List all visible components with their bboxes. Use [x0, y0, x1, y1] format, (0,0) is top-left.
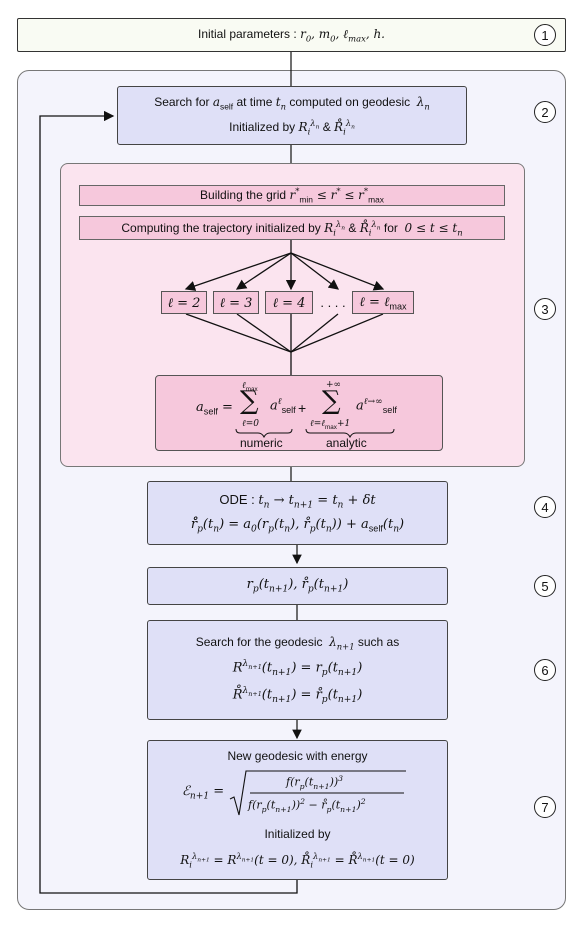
step2-R: Riλn — [298, 117, 320, 136]
l-box-3: ℓ = 3 — [213, 291, 259, 314]
sum1-top: ℓmax — [242, 381, 258, 393]
fan-out-arrows — [184, 240, 385, 291]
step6-line3: R̊λn+1(tn+1) = r̊p(tn+1) — [232, 686, 363, 706]
step4-ode-label: ODE : — [219, 491, 255, 507]
step5-expr: rp(tn+1), r̊p(tn+1) — [246, 577, 349, 595]
sum1-sigma: ∑ — [240, 386, 259, 416]
step6-text-a: Search for the geodesic — [195, 634, 323, 649]
l-box-3-label: ℓ = 3 — [219, 295, 253, 311]
step-number-6: 6 — [534, 659, 556, 681]
step-number-2: 2 — [534, 101, 556, 123]
step2-line2: Initialized by Riλn & R̊iλn — [229, 118, 355, 136]
step4-box: ODE : tn → tn+1 = tn + δt r̊̊p(tn) = a0(… — [147, 481, 448, 545]
step2-text-b: at time — [236, 95, 273, 110]
loop-back-arrow — [39, 110, 298, 894]
aself-sum-box: aself = ℓmax ∑ ℓ=0 aℓself + +∞ ∑ ℓ=ℓmax+… — [155, 375, 443, 451]
step-number-1: 1 — [534, 24, 556, 46]
step-number-3: 3 — [534, 298, 556, 320]
step1-content: Initial parameters : r0, m0, ℓmax, h. — [198, 27, 385, 43]
sum2-bottom: ℓ=ℓmax+1 — [310, 419, 351, 431]
sqrt-sign — [229, 770, 406, 816]
plus-sign: + — [298, 400, 307, 416]
step1-vars: r0, m0, ℓmax, h. — [300, 26, 385, 44]
step4-line2: r̊̊p(tn) = a0(rp(tn), r̊p(tn)) + aself(t… — [190, 516, 405, 535]
l-box-max-label: ℓ = ℓmax — [359, 294, 407, 312]
traj-range: 0 ≤ t ≤ tn — [404, 220, 463, 238]
l-box-4-label: ℓ = 4 — [272, 295, 306, 311]
step2-amp: & — [322, 119, 331, 134]
aself-lhs: aself = — [196, 400, 233, 417]
trajectory-bar: Computing the trajectory initialized by … — [79, 216, 505, 240]
step2-line1: Search for aself at time tn computed on … — [154, 95, 430, 111]
grid-content: Building the grid r*min ≤ r* ≤ r*max — [200, 186, 384, 204]
step1-text: Initial parameters — [197, 26, 291, 41]
grid-label: Building the grid — [200, 188, 287, 203]
step4-time-step: tn → tn+1 = tn + δt — [258, 492, 376, 511]
step6-text-b: such as — [357, 634, 400, 649]
step2-text-c: computed on geodesic — [289, 95, 411, 110]
trajectory-content: Computing the trajectory initialized by … — [121, 219, 462, 237]
numeric-label: numeric — [240, 436, 283, 450]
step2-aself: aself — [212, 95, 234, 112]
traj-for: for — [383, 220, 398, 235]
step6-line1: Search for the geodesic λn+1 such as — [196, 635, 399, 651]
sum1-bottom: ℓ=0 — [242, 419, 260, 429]
step7-line1: New geodesic with energy — [227, 749, 368, 763]
step6-lambda: λn+1 — [329, 634, 355, 652]
aself-formula: aself = ℓmax ∑ ℓ=0 aℓself + +∞ ∑ ℓ=ℓmax+… — [156, 376, 442, 450]
step1-box: Initial parameters : r0, m0, ℓmax, h. — [17, 18, 566, 52]
step-number-5: 5 — [534, 575, 556, 597]
step2-box: Search for aself at time tn computed on … — [117, 86, 467, 145]
sum2-sigma: ∑ — [322, 386, 341, 416]
sum2-top: +∞ — [326, 380, 342, 390]
step2-init-text: Initialized by — [229, 119, 296, 134]
step2-text-a: Search for — [154, 95, 210, 110]
step-number-7: 7 — [534, 796, 556, 818]
energy-numerator: f(rp(tn+1))3 — [286, 774, 344, 791]
traj-Rdot: R̊iλn — [359, 218, 381, 238]
energy-formula: ℰn+1 = f(rp(tn+1))3 f(rp(tn+1))2 − r̊p(t… — [182, 769, 422, 819]
grid-expr: r*min ≤ r* ≤ r*max — [289, 186, 384, 205]
l-box-2-label: ℓ = 2 — [167, 295, 201, 311]
grid-bar: Building the grid r*min ≤ r* ≤ r*max — [79, 185, 505, 206]
step5-box: rp(tn+1), r̊p(tn+1) — [147, 567, 448, 605]
l-box-2: ℓ = 2 — [161, 291, 207, 314]
fan-in-lines — [185, 313, 384, 375]
traj-R: Riλn — [324, 218, 345, 238]
trajectory-text: Computing the trajectory initialized by — [121, 220, 321, 235]
step7-box: New geodesic with energy ℰn+1 = f(rp(tn+… — [147, 740, 448, 880]
step4-line1: ODE : tn → tn+1 = tn + δt — [219, 492, 375, 511]
step7-init-expr: Riλn+1 = Rλn+1(t = 0), R̊iλn+1 = R̊λn+1(… — [180, 851, 415, 870]
step7-init-label: Initialized by — [264, 827, 331, 841]
traj-amp: & — [348, 220, 357, 235]
analytic-label: analytic — [326, 436, 367, 450]
energy-denominator: f(rp(tn+1))2 − r̊p(tn+1)2 — [248, 797, 366, 814]
l-dots: . . . . — [318, 291, 348, 314]
step2-lambda: λn — [416, 95, 430, 112]
underbraces — [235, 428, 395, 439]
step2-Rdot: R̊iλn — [334, 117, 355, 136]
sum1-term: aℓself — [270, 397, 296, 415]
l-box-4: ℓ = 4 — [265, 291, 313, 314]
step6-line2: Rλn+1(tn+1) = rp(tn+1) — [232, 659, 363, 679]
energy-lhs: ℰn+1 = — [182, 784, 225, 802]
step2-tn: tn — [275, 95, 287, 112]
l-box-max: ℓ = ℓmax — [352, 291, 414, 314]
step6-box: Search for the geodesic λn+1 such as Rλn… — [147, 620, 448, 720]
step-number-4: 4 — [534, 496, 556, 518]
l-dots-text: . . . . — [320, 295, 346, 310]
step1-colon: : — [293, 26, 297, 41]
sum2-term: aℓ→∞self — [356, 397, 397, 415]
